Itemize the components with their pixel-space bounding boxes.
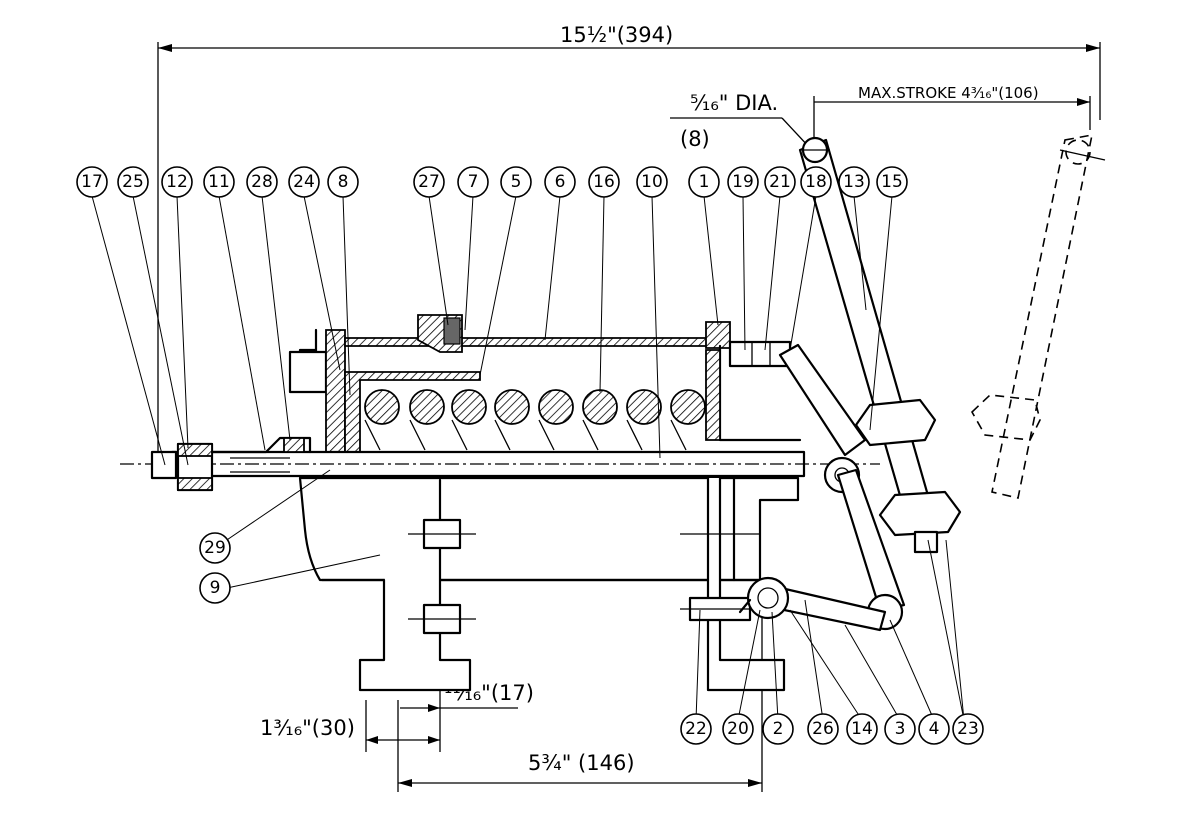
balloon-11: 11 (203, 166, 235, 198)
svg-text:23: 23 (957, 719, 979, 739)
balloon-1: 1 (688, 166, 720, 198)
balloon-3: 3 (884, 713, 916, 745)
svg-text:6: 6 (555, 172, 566, 192)
spring-housing (288, 314, 802, 463)
mount-spacing-dimension: 5¾" (146) (397, 600, 763, 792)
balloon-5: 5 (500, 166, 532, 198)
foot-width-dimension: 1³⁄₁₆"(30) (260, 680, 441, 752)
balloon-10: 10 (636, 166, 668, 198)
balloon-20: 20 (722, 713, 754, 745)
pin-diameter-callout: ⁵⁄₁₆" DIA. (8) (670, 91, 811, 151)
svg-text:16: 16 (593, 172, 615, 192)
balloon-28: 28 (246, 166, 278, 198)
leader-lines (91, 195, 965, 721)
overall-length-dimension: 15½"(394) (157, 23, 1101, 470)
svg-text:10: 10 (641, 172, 663, 192)
svg-text:20: 20 (727, 719, 749, 739)
balloon-17: 17 (76, 166, 108, 198)
balloon-16: 16 (588, 166, 620, 198)
balloon-2: 2 (762, 713, 794, 745)
balloon-22: 22 (680, 713, 712, 745)
compression-spring (364, 389, 706, 451)
mounting-bracket-body (298, 476, 800, 692)
balloon-27: 27 (413, 166, 445, 198)
svg-text:7: 7 (468, 172, 479, 192)
lever-linkage (738, 136, 962, 632)
svg-text:12: 12 (166, 172, 188, 192)
balloon-14: 14 (846, 713, 878, 745)
balloon-29: 29 (199, 532, 231, 564)
svg-text:9: 9 (210, 578, 221, 598)
balloon-26: 26 (807, 713, 839, 745)
svg-text:18: 18 (805, 172, 827, 192)
balloon-6: 6 (544, 166, 576, 198)
foot-width-label: 1³⁄₁₆"(30) (260, 716, 355, 740)
balloon-13: 13 (838, 166, 870, 198)
balloon-19: 19 (727, 166, 759, 198)
balloon-24: 24 (288, 166, 320, 198)
max-stroke-label: MAX.STROKE 4³⁄₁₆"(106) (858, 84, 1039, 102)
svg-text:13: 13 (843, 172, 865, 192)
svg-text:15: 15 (881, 172, 903, 192)
svg-text:26: 26 (812, 719, 834, 739)
balloon-4: 4 (918, 713, 950, 745)
svg-text:2: 2 (773, 719, 784, 739)
svg-text:25: 25 (122, 172, 144, 192)
balloon-21: 21 (764, 166, 796, 198)
max-stroke-dimension: MAX.STROKE 4³⁄₁₆"(106) (813, 84, 1091, 140)
balloon-12: 12 (161, 166, 193, 198)
flange-offset-dimension: ¹¹⁄₁₆"(17) (400, 681, 534, 712)
svg-text:17: 17 (81, 172, 103, 192)
overall-length-label: 15½"(394) (560, 23, 673, 47)
svg-text:14: 14 (851, 719, 873, 739)
balloon-9: 9 (199, 572, 231, 604)
svg-text:8: 8 (338, 172, 349, 192)
svg-text:29: 29 (204, 538, 226, 558)
max-stroke-ghost-handle (970, 133, 1106, 499)
svg-text:3: 3 (895, 719, 906, 739)
svg-text:27: 27 (418, 172, 440, 192)
mount-spacing-label: 5¾" (146) (528, 751, 635, 775)
svg-text:21: 21 (769, 172, 791, 192)
balloon-25: 25 (117, 166, 149, 198)
svg-text:4: 4 (929, 719, 940, 739)
svg-text:28: 28 (251, 172, 273, 192)
svg-text:11: 11 (208, 172, 230, 192)
balloon-23: 23 (952, 713, 984, 745)
svg-text:24: 24 (293, 172, 315, 192)
svg-text:22: 22 (685, 719, 707, 739)
balloon-15: 15 (876, 166, 908, 198)
balloon-18: 18 (800, 166, 832, 198)
actuator-rod (120, 436, 880, 492)
svg-text:1: 1 (699, 172, 710, 192)
svg-text:19: 19 (732, 172, 754, 192)
svg-text:5: 5 (511, 172, 522, 192)
pin-diameter-label: ⁵⁄₁₆" DIA. (690, 91, 778, 115)
balloon-labels: 17 25 12 11 28 24 8 27 7 5 6 16 10 1 19 … (76, 166, 984, 745)
balloon-8: 8 (327, 166, 359, 198)
pin-diameter-mm-label: (8) (680, 127, 710, 151)
balloon-7: 7 (457, 166, 489, 198)
